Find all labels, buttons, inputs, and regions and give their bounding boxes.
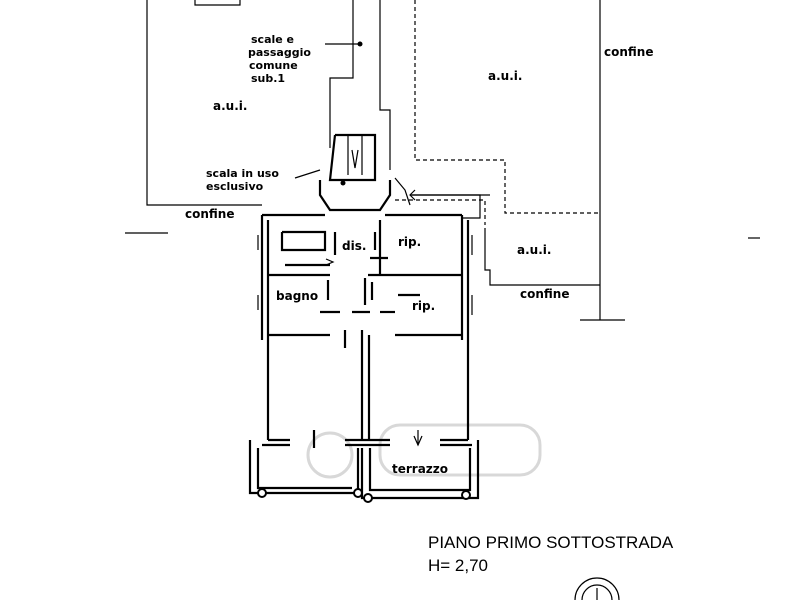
label-scala-in-uso: scala in uso <box>206 167 279 180</box>
label-aui-top-right: a.u.i. <box>488 69 522 83</box>
exclusive-stair <box>318 133 411 212</box>
balcony-terrace <box>248 440 480 503</box>
leader-lines <box>294 41 363 179</box>
room-dis: dis. <box>342 239 366 253</box>
room-bagno: bagno <box>276 289 318 303</box>
stair-marker-dot <box>340 180 346 186</box>
label-aui-left: a.u.i. <box>213 99 247 113</box>
room-terrazzo: terrazzo <box>392 462 448 476</box>
watermark <box>306 423 542 479</box>
label-sub1: sub.1 <box>251 72 285 85</box>
label-aui-right: a.u.i. <box>517 243 551 257</box>
floor-title: PIANO PRIMO SOTTOSTRADA <box>428 533 674 552</box>
label-confine-right: confine <box>520 287 569 301</box>
label-confine-left: confine <box>185 207 234 221</box>
label-esclusivo: esclusivo <box>206 180 264 193</box>
north-arrow-icon <box>574 577 620 600</box>
label-confine-top-right: confine <box>604 45 653 59</box>
label-comune: comune <box>249 59 298 72</box>
boundary-lines <box>125 0 760 321</box>
label-scale-e: scale e <box>251 33 294 46</box>
room-rip-mid: rip. <box>412 299 435 313</box>
room-rip-top: rip. <box>398 235 421 249</box>
floor-height: H= 2,70 <box>428 556 488 575</box>
apartment-walls <box>257 189 481 448</box>
label-passaggio: passaggio <box>248 46 311 59</box>
